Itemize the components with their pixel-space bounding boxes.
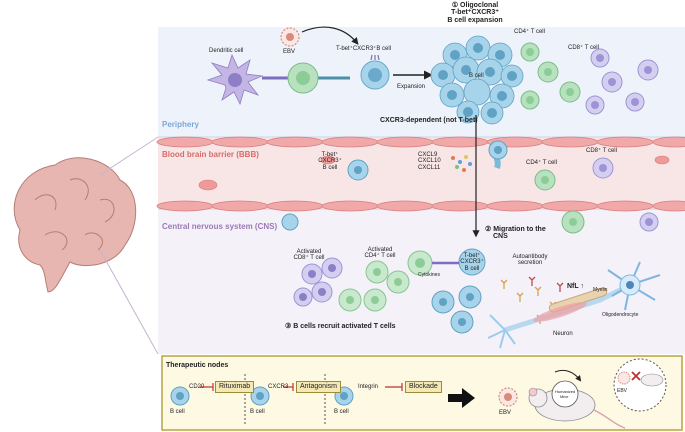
inset-circle: [613, 358, 667, 412]
bbb-label: Blood brain barrier (BBB): [162, 150, 259, 159]
activated-cd8-label: Activated CD8⁺ T cell: [284, 249, 334, 262]
inset-ebv-label: EBV: [617, 388, 628, 394]
endothelium-top: [156, 136, 685, 148]
bbb-cd4-label: CD4⁺ T cell: [526, 160, 557, 166]
bbb-cd8-label: CD8⁺ T cell: [586, 148, 617, 154]
chemokine-dots: [451, 155, 472, 172]
autoantibody-line2: secretion: [517, 260, 543, 267]
tbet-b-cell-label: T-bet⁺CXCR3⁺B cell: [336, 46, 392, 52]
step2-title: ② Migration to the CNS: [485, 226, 546, 241]
mouse-illustration: [528, 369, 626, 429]
neuron-label: Neuron: [553, 331, 573, 337]
chemokine-labels: CXCL9 CXCL10 CXCL11: [418, 152, 441, 171]
cns-label: Central nervous system (CNS): [162, 222, 278, 231]
bbb-title: CXCR3-dependent (not T-bet): [380, 117, 478, 124]
step1-line2: T-bet⁺CXCR3⁺: [451, 9, 499, 17]
endothelium-bottom: [156, 200, 685, 212]
cns-tbet-line2: CXCR3⁺: [460, 259, 484, 266]
cd20-label: CD20: [189, 384, 205, 390]
therapy-ebv-label: EBV: [499, 410, 512, 416]
therapy-b-cell-3: B cell: [334, 409, 349, 415]
cxcl10-label: CXCL10: [418, 158, 441, 165]
rituximab-box: Rituximab: [215, 381, 255, 393]
bbb-tbet-line3: B cell: [322, 164, 338, 171]
humanized-label: Humanized: [555, 389, 576, 394]
cxcl11-label: CXCL11: [418, 164, 441, 171]
bbb-tbet-label: T-bet⁺ CXCR3⁺ B cell: [310, 152, 350, 171]
step3-title: ③ B cells recruit activated T cells: [285, 323, 396, 330]
cns-tbet-line1: T-bet⁺: [463, 253, 481, 259]
activated-cd4-line1: Activated: [367, 247, 393, 253]
periphery-t-cells: [520, 42, 659, 115]
autoantibody-line1: Autoantibody: [512, 254, 548, 260]
bbb-cells: [281, 140, 659, 234]
cd4-label-periphery: CD4⁺ T cell: [514, 29, 545, 35]
therapy-b-cell-1: B cell: [170, 409, 185, 415]
integrin-label: Integrin: [358, 384, 379, 390]
cxcl9-label: CXCL9: [418, 152, 438, 158]
step1-line1: ① Oligoclonal: [451, 2, 499, 9]
ebv-arrow: [301, 26, 359, 45]
therapy-ebv-icon: [498, 387, 518, 407]
dendritic-cell-label: Dendritic cell: [209, 48, 244, 54]
therapy-title: Therapeutic nodes: [166, 362, 229, 369]
cd8-label-periphery: CD8⁺ T cell: [568, 45, 599, 51]
cns-tbet-label: T-bet⁺ CXCR3⁺ B cell: [452, 253, 492, 272]
cluster-b-cell-label: B cell: [469, 73, 484, 79]
dendritic-cell: [206, 53, 264, 106]
cytokines-label: Cytokines: [418, 272, 440, 278]
therapy-box: [161, 355, 683, 431]
step1-title: ① Oligoclonal T-bet⁺CXCR3⁺ B cell expans…: [425, 2, 525, 24]
step1-line3: B cell expansion: [447, 16, 503, 24]
nfl-label: NfL ↑: [567, 283, 584, 290]
cxcr3-label: CXCR3: [268, 384, 289, 390]
expansion-label: Expansion: [397, 84, 426, 90]
therapy-b-cell-2: B cell: [250, 409, 265, 415]
ebv-virus-icon: [280, 27, 300, 47]
oligodendrocyte-label: Oligodendrocyte: [602, 312, 639, 318]
bbb-tbet-line1: T-bet⁺: [321, 152, 339, 158]
antagonism-box: Antagonism: [296, 381, 341, 393]
step2-line2: CNS: [493, 233, 508, 241]
oligodendrocyte-illustration: [607, 261, 661, 311]
blockade-box: Blockade: [405, 381, 442, 393]
mice-label: Mice: [560, 394, 569, 399]
activated-cd8-line1: Activated: [296, 249, 322, 255]
brain-illustration: [13, 157, 137, 293]
ebv-label: EBV: [283, 49, 296, 55]
red-blood-cells: [198, 155, 670, 191]
activated-cd4-label: Activated CD4⁺ T cell: [355, 247, 405, 260]
cns-tbet-line3: B cell: [464, 265, 480, 272]
activated-cd8-line2: CD8⁺ T cell: [293, 255, 325, 262]
activated-cd4-line2: CD4⁺ T cell: [364, 253, 396, 260]
myelin-label: Myelin: [593, 287, 608, 293]
step2-line1: ② Migration to the: [485, 226, 546, 233]
autoantibody-label: Autoantibody secretion: [505, 254, 555, 267]
periphery-label: Periphery: [162, 120, 199, 129]
therapy-arrow: [448, 388, 475, 408]
bbb-tbet-line2: CXCR3⁺: [318, 158, 342, 165]
cns-region: [158, 209, 685, 354]
